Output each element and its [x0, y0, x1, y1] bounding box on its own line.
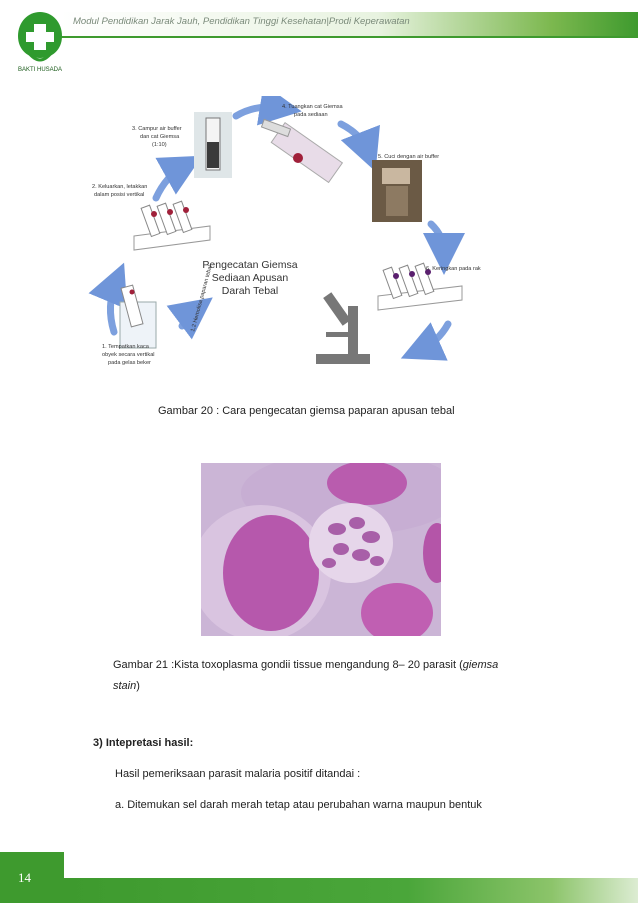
toxoplasma-micrograph [201, 463, 441, 636]
figure-21-caption: Gambar 21 :Kista toxoplasma gondii tissu… [113, 655, 543, 697]
figure-20-caption: Gambar 20 : Cara pengecatan giemsa papar… [158, 405, 455, 417]
bakti-husada-logo: BAKTI HUSADA [12, 8, 68, 78]
center-title: Pengecatan Giemsa Sediaan Apusan Darah T… [202, 259, 297, 297]
step5-label: 5. Cuci dengan air buffer [378, 154, 439, 160]
arrow-3-to-4 [236, 107, 281, 116]
list-item-a: a. Ditemukan sel darah merah tetap atau … [115, 799, 482, 811]
hemolisa-label: 1,2 Hemolisa paparan tebal [190, 265, 214, 333]
figure-21-caption-close: ) [136, 680, 140, 692]
section-heading: 3) Intepretasi hasil: [93, 737, 193, 749]
washing-photo [372, 160, 422, 222]
footer-bar [62, 878, 638, 903]
logo-text: BAKTI HUSADA [18, 67, 62, 73]
center-title-line1: Pengecatan Giemsa [202, 259, 297, 271]
step1-label-c: pada gelas beker [108, 360, 151, 366]
beaker-illustration [120, 285, 156, 348]
arrow-1-to-2 [110, 282, 116, 332]
giemsa-staining-diagram: 1. Tempatkan kaca obyek secara vertikal … [86, 96, 486, 386]
step2-label-b: dalam posisi vertikal [94, 192, 144, 198]
figure-21-caption-text: Gambar 21 :Kista toxoplasma gondii tissu… [113, 659, 463, 671]
pouring-stain-illustration [261, 119, 342, 182]
figure-21-caption-italic2: stain [113, 680, 136, 692]
microscope-illustration [316, 292, 370, 364]
step3-label-b: dan cat Giemsa [140, 134, 180, 140]
header-divider [60, 36, 638, 38]
step3-label-c: (1:10) [152, 142, 167, 148]
header-title: Modul Pendidikan Jarak Jauh, Pendidikan … [73, 16, 410, 27]
arrow-5-to-6 [431, 224, 444, 254]
center-title-line3: Darah Tebal [222, 285, 278, 297]
tube-photo [194, 112, 232, 178]
step1-label-a: 1. Tempatkan kaca [102, 344, 150, 350]
step1-label-b: obyek secara vertikal [102, 352, 155, 358]
figure-21-caption-italic1: giemsa [463, 659, 498, 671]
step2-label-a: 2. Keluarkan, letakkan [92, 184, 147, 190]
step3-label-a: 3. Campur air buffer [132, 126, 182, 132]
step4-label-b: pada sediaan [294, 112, 328, 118]
page-number-box [0, 852, 64, 903]
center-title-line2: Sediaan Apusan [212, 272, 289, 284]
arrow-2-to-3 [156, 166, 184, 198]
section-paragraph: Hasil pemeriksaan parasit malaria positi… [115, 768, 360, 780]
step6-label: 6. Keringkan pada rak [426, 266, 481, 272]
arrow-4-to-5 [341, 124, 368, 152]
page-number: 14 [18, 870, 31, 886]
slide-rack-illustration [134, 201, 210, 250]
arrow-6-to-7 [420, 324, 448, 350]
step4-label-a: 4. Tuangkan cat Giemsa [282, 104, 344, 110]
